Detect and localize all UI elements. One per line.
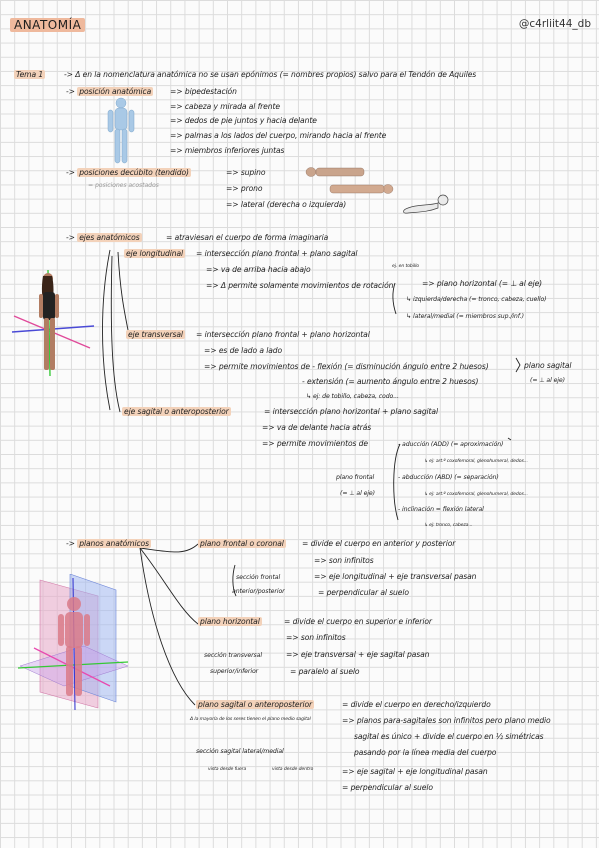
decubito-item-prono: => prono (226, 184, 263, 193)
eje-transversal-item: ↳ ej: de tobillo, cabeza, codo... (306, 393, 399, 400)
plano-sagital-item: sagital es único + divide el cuerpo en ½… (354, 732, 544, 741)
ejes-def: = atraviesan el cuerpo de forma imaginar… (166, 233, 329, 242)
eje-transversal-def: = intersección plano frontal + plano hor… (196, 330, 370, 339)
plano-sagital-note: Δ la mayoría de los seres tienen el plan… (190, 717, 311, 722)
prone-figure (329, 184, 394, 194)
decubito-note: = posiciones acostados (88, 182, 159, 189)
plano-horizontal-item: => eje transversal + eje sagital pasan (286, 650, 430, 659)
plano-sagital-item: => planos para-sagitales son infinitos p… (342, 716, 551, 725)
sagital-move: - aducción (ADD) (= aproximación) (398, 441, 504, 448)
tema-label: Tema 1 (14, 70, 46, 79)
supine-figure (305, 167, 365, 177)
lateral-figure (403, 194, 449, 214)
sagital-move-example: ↳ ej: art.ª coxofemoral, glenohumeral, d… (424, 492, 528, 497)
plano-frontal-side: anterior/posterior (232, 588, 285, 595)
eje-transversal-item: => es de lado a lado (204, 346, 283, 355)
plano-frontal-item: => eje longitudinal + eje transversal pa… (314, 572, 477, 581)
transversal-plane: plano sagital (524, 361, 572, 370)
plano-sagital-def: = divide el cuerpo en derecho/izquierdo (342, 700, 491, 709)
plano-horizontal-label: plano horizontal (198, 617, 262, 626)
eje-transversal-label: eje transversal (126, 330, 185, 339)
eje-sagital-item: => va de delante hacia atrás (262, 423, 372, 432)
posicion-item: => cabeza y mirada al frente (170, 102, 280, 111)
posicion-anatomica-label: -> posición anatómica (66, 87, 154, 96)
body-axes-figure (11, 269, 95, 377)
plano-sagital-label: plano sagital o anteroposterior (196, 700, 315, 709)
sagital-move: - abducción (ABD) (= separación) (398, 474, 499, 481)
rotation-note: ej. en tobillo (392, 264, 419, 269)
plano-frontal-item: = perpendicular al suelo (318, 588, 409, 597)
posicion-first: => bipedestación (170, 87, 237, 96)
decubito-item-lateral: => lateral (derecha o izquierda) (226, 200, 347, 209)
rotation-plane: => plano horizontal (= ⊥ al eje) (422, 279, 543, 288)
posicion-item: => palmas a los lados del cuerpo, mirand… (170, 131, 387, 140)
posicion-item: => dedos de pie juntos y hacia delante (170, 116, 317, 125)
eje-longitudinal-def: = intersección plano frontal + plano sag… (196, 249, 358, 258)
plano-frontal-label: plano frontal o coronal (198, 539, 286, 548)
transversal-plane: (= ⊥ al eje) (530, 377, 565, 384)
plano-horizontal-side: superior/inferior (210, 668, 259, 675)
rotation-item: ↳ lateral/medial (= miembros sup./inf.) (406, 313, 524, 320)
eje-sagital-item: => permite movimientos de (262, 439, 368, 448)
intro-text: -> Δ en la nomenclatura anatómica no se … (64, 70, 477, 79)
plano-sagital-view: vista desde fuera (208, 767, 247, 772)
frontal-plane-note: plano frontal (336, 474, 375, 481)
plano-sagital-item: pasando por la línea media del cuerpo (354, 748, 497, 757)
sagital-move-example: ↳ ej: tronco, cabeza... (424, 523, 473, 528)
plano-horizontal-item: => son infinitos (286, 633, 346, 642)
standing-body-figure (107, 97, 135, 164)
eje-transversal-item: => permite movimientos de - flexión (= d… (204, 362, 489, 371)
plano-horizontal-item: = paralelo al suelo (290, 667, 360, 676)
plano-sagital-side: sección sagital lateral/medial (196, 748, 284, 755)
author-handle: @c4rliit44_db (518, 18, 591, 30)
eje-longitudinal-label: eje longitudinal (124, 249, 186, 258)
sagital-move-example: ↳ ej: art.ª coxofemoral, glenohumeral, d… (424, 459, 528, 464)
plano-sagital-item: = perpendicular al suelo (342, 783, 433, 792)
plano-frontal-item: => son infinitos (314, 556, 374, 565)
rotation-item: ↳ izquierda/derecha (= tronco, cabeza, c… (406, 296, 547, 303)
eje-transversal-item: - extensión (= aumento ángulo entre 2 hu… (302, 377, 479, 386)
sagital-move: - inclinación = flexión lateral (398, 506, 484, 513)
ejes-label: -> ejes anatómicos (66, 233, 142, 242)
decubito-label: -> posiciones decúbito (tendido) (66, 168, 191, 177)
page-title: ANATOMÍA (10, 18, 86, 32)
plano-frontal-side: sección frontal (236, 574, 281, 581)
plano-horizontal-def: = divide el cuerpo en superior e inferio… (284, 617, 432, 626)
eje-longitudinal-item: => va de arriba hacia abajo (206, 265, 311, 274)
plano-frontal-def: = divide el cuerpo en anterior y posteri… (302, 539, 456, 548)
body-planes-figure (18, 574, 129, 711)
posicion-item: => miembros inferiores juntas (170, 146, 285, 155)
frontal-plane-note: (= ⊥ al eje) (340, 490, 375, 497)
eje-longitudinal-item: => Δ permite solamente movimientos de ro… (206, 281, 394, 290)
plano-sagital-item: => eje sagital + eje longitudinal pasan (342, 767, 488, 776)
eje-sagital-label: eje sagital o anteroposterior (122, 407, 231, 416)
decubito-item-supino: => supino (226, 168, 266, 177)
eje-sagital-def: = intersección plano horizontal + plano … (264, 407, 438, 416)
plano-sagital-view: vista desde dentro (272, 767, 314, 772)
plano-horizontal-side: sección transversal (204, 652, 262, 659)
planos-label: -> planos anatómicos (66, 539, 151, 548)
